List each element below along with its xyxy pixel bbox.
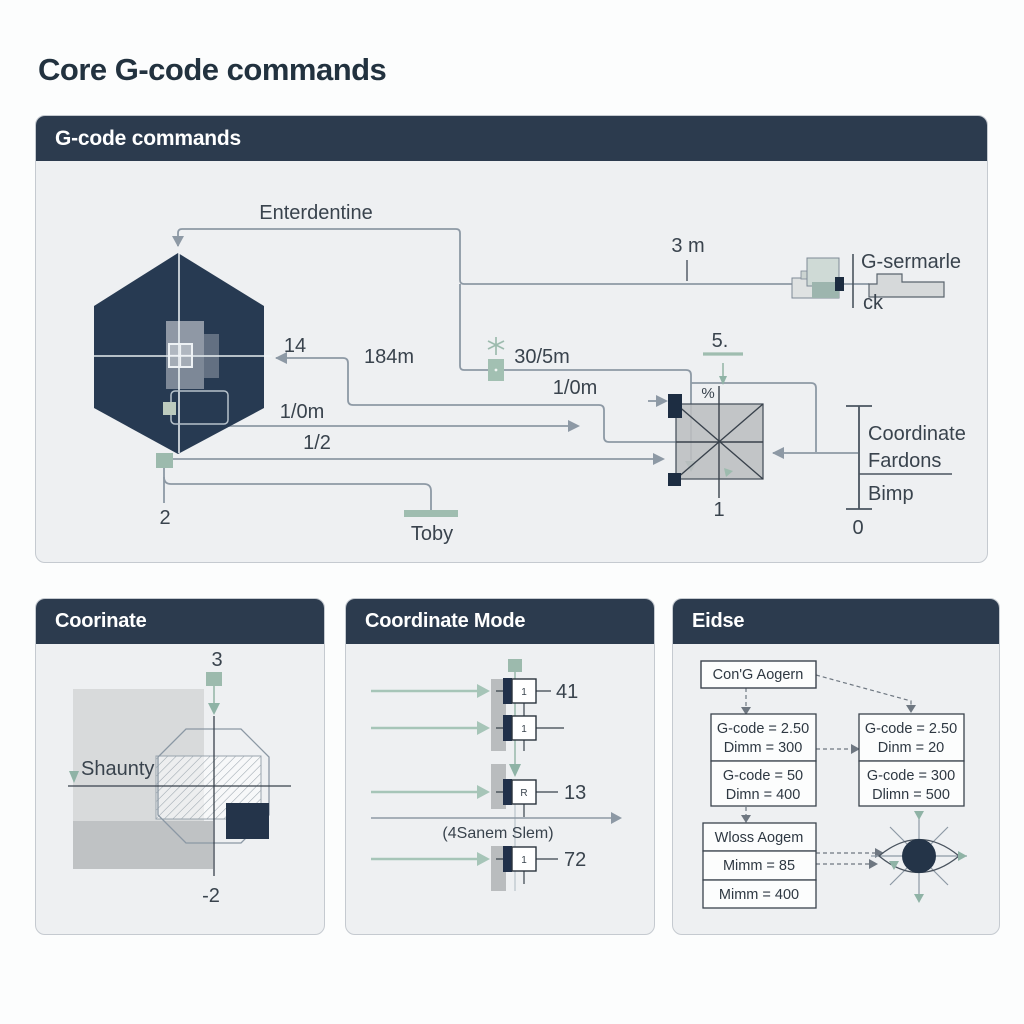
- dashed-arrowheads: [741, 705, 916, 869]
- coorinate-diagram-canvas: 3 Shaunty -2: [68, 649, 291, 907]
- label-1-2: 1/2: [303, 432, 331, 454]
- panel-coorinate-header: Coorinate: [36, 599, 324, 644]
- label-14: 14: [284, 335, 306, 357]
- connector-lines: [163, 228, 869, 510]
- label-bimp: Bimp: [868, 483, 914, 505]
- row-label: 13: [564, 782, 586, 804]
- octagon-outline: [157, 728, 270, 844]
- rail-segment: [491, 846, 506, 891]
- cell: G-code = 2.50: [865, 721, 957, 737]
- label-shaunty: Shaunty: [81, 758, 154, 780]
- connector-arrowheads: [172, 236, 784, 465]
- top-node-square: [206, 672, 222, 686]
- component-row: 1 72: [371, 846, 586, 884]
- label-3m: 3 m: [671, 235, 704, 257]
- box-con-g-aogern-label: Con'G Aogern: [713, 667, 804, 683]
- down-arrow: [208, 703, 220, 715]
- panel-eidse: Eidse Con'G Aogern G-code = 2.50: [672, 598, 1000, 935]
- hexagon-bottom-node: [156, 453, 173, 468]
- panel-gcode-commands: G-code commands: [35, 115, 988, 563]
- label-fardons: Fardons: [868, 450, 941, 472]
- wloss-table: Wloss Aogem Mimm = 85 Mimm = 400: [702, 822, 817, 909]
- component-glyph: 1: [521, 687, 527, 698]
- label-1: 1: [713, 499, 724, 521]
- label-1-0m-right: 1/0m: [553, 377, 597, 399]
- label-coordinate: Coordinate: [868, 423, 966, 445]
- panel-coorinate-title: Coorinate: [55, 610, 147, 632]
- left-stack-table: G-code = 2.50 Dimm = 300 G-code = 50 Dim…: [710, 713, 817, 807]
- cell: Wloss Aogem: [715, 830, 804, 846]
- gcode-diagram-canvas: Enterdentine 3 m G-sermarle ck 14 184m 3…: [94, 202, 966, 545]
- toby-bar: [404, 510, 458, 517]
- sage-marker-square: [163, 402, 176, 415]
- panel-coordinate-mode-header: Coordinate Mode: [346, 599, 654, 644]
- dimension-bracket: [846, 405, 952, 510]
- component-glyph: 1: [521, 855, 527, 866]
- panel-gcode-commands-title: G-code commands: [55, 126, 242, 150]
- label-minus-2: -2: [202, 885, 220, 907]
- rail-segment: [491, 679, 506, 751]
- label-3: 3: [211, 649, 222, 671]
- label-30-5m: 30/5m: [514, 346, 570, 368]
- label-toby: Toby: [411, 523, 453, 545]
- worktable-square-icon: [668, 386, 764, 498]
- hexagon-workpiece-icon: [94, 253, 272, 454]
- panel-gcode-commands-header: G-code commands: [36, 116, 987, 161]
- panel-coordinate-mode: Coordinate Mode 1 41 1: [345, 598, 655, 935]
- cell: Dimn = 400: [726, 787, 801, 803]
- cell: Mimm = 400: [719, 887, 799, 903]
- cell: G-code = 50: [723, 768, 803, 784]
- label-g-sermarle: G-sermarle: [861, 251, 961, 273]
- label-5: 5.: [712, 330, 729, 352]
- row-label: 72: [564, 849, 586, 871]
- component-row: 1 41: [371, 678, 578, 717]
- tick-5-marker: [703, 352, 743, 385]
- cell: Dlimn = 500: [872, 787, 950, 803]
- panel-coorinate: Coorinate 3 Shaunty -2: [35, 598, 325, 935]
- box-con-g-aogern: [700, 660, 817, 689]
- navy-block: [226, 803, 269, 839]
- component-row: R 13: [371, 779, 586, 817]
- machine-head-icon: [791, 257, 844, 299]
- shaunty-marker: [69, 771, 79, 783]
- label-2: 2: [159, 507, 170, 529]
- label-1-0m-left: 1/0m: [280, 401, 324, 423]
- page-title: Core G-code commands: [38, 52, 387, 87]
- eye-target-icon: [871, 811, 967, 903]
- panel-eidse-header: Eidse: [673, 599, 999, 644]
- right-stack-table: G-code = 2.50 Dinm = 20 G-code = 300 Dli…: [858, 713, 965, 807]
- panel-coordinate-mode-title: Coordinate Mode: [365, 610, 526, 632]
- coordinate-mode-canvas: 1 41 1 R 13 1 72: [371, 659, 622, 891]
- component-row: 1: [371, 715, 564, 751]
- dashed-connectors: [745, 674, 912, 865]
- top-node-square: [508, 659, 522, 672]
- label-percent: %: [701, 385, 714, 402]
- label-0: 0: [852, 517, 863, 539]
- down-arrow: [509, 764, 521, 777]
- label-184m: 184m: [364, 346, 414, 368]
- step-block-icon: [868, 273, 945, 298]
- label-enterdentine: Enterdentine: [259, 202, 372, 224]
- stock-block-dark: [73, 821, 213, 869]
- panel-eidse-title: Eidse: [692, 610, 745, 632]
- label-ck: ck: [863, 292, 884, 314]
- cell: Dinm = 20: [878, 740, 945, 756]
- cell: Dimm = 300: [724, 740, 803, 756]
- axis-note: (4Sanem Slem): [442, 825, 553, 842]
- component-glyph: R: [520, 788, 527, 799]
- row-label: 41: [556, 681, 578, 703]
- rail-segment: [491, 764, 506, 809]
- cell: G-code = 2.50: [717, 721, 809, 737]
- eidse-canvas: Con'G Aogern G-code = 2.50 Dimm = 300 G-…: [700, 660, 967, 909]
- asterisk-icon: [487, 337, 505, 355]
- component-glyph: 1: [521, 724, 527, 735]
- cell: Mimm = 85: [723, 858, 795, 874]
- cell: G-code = 300: [867, 768, 955, 784]
